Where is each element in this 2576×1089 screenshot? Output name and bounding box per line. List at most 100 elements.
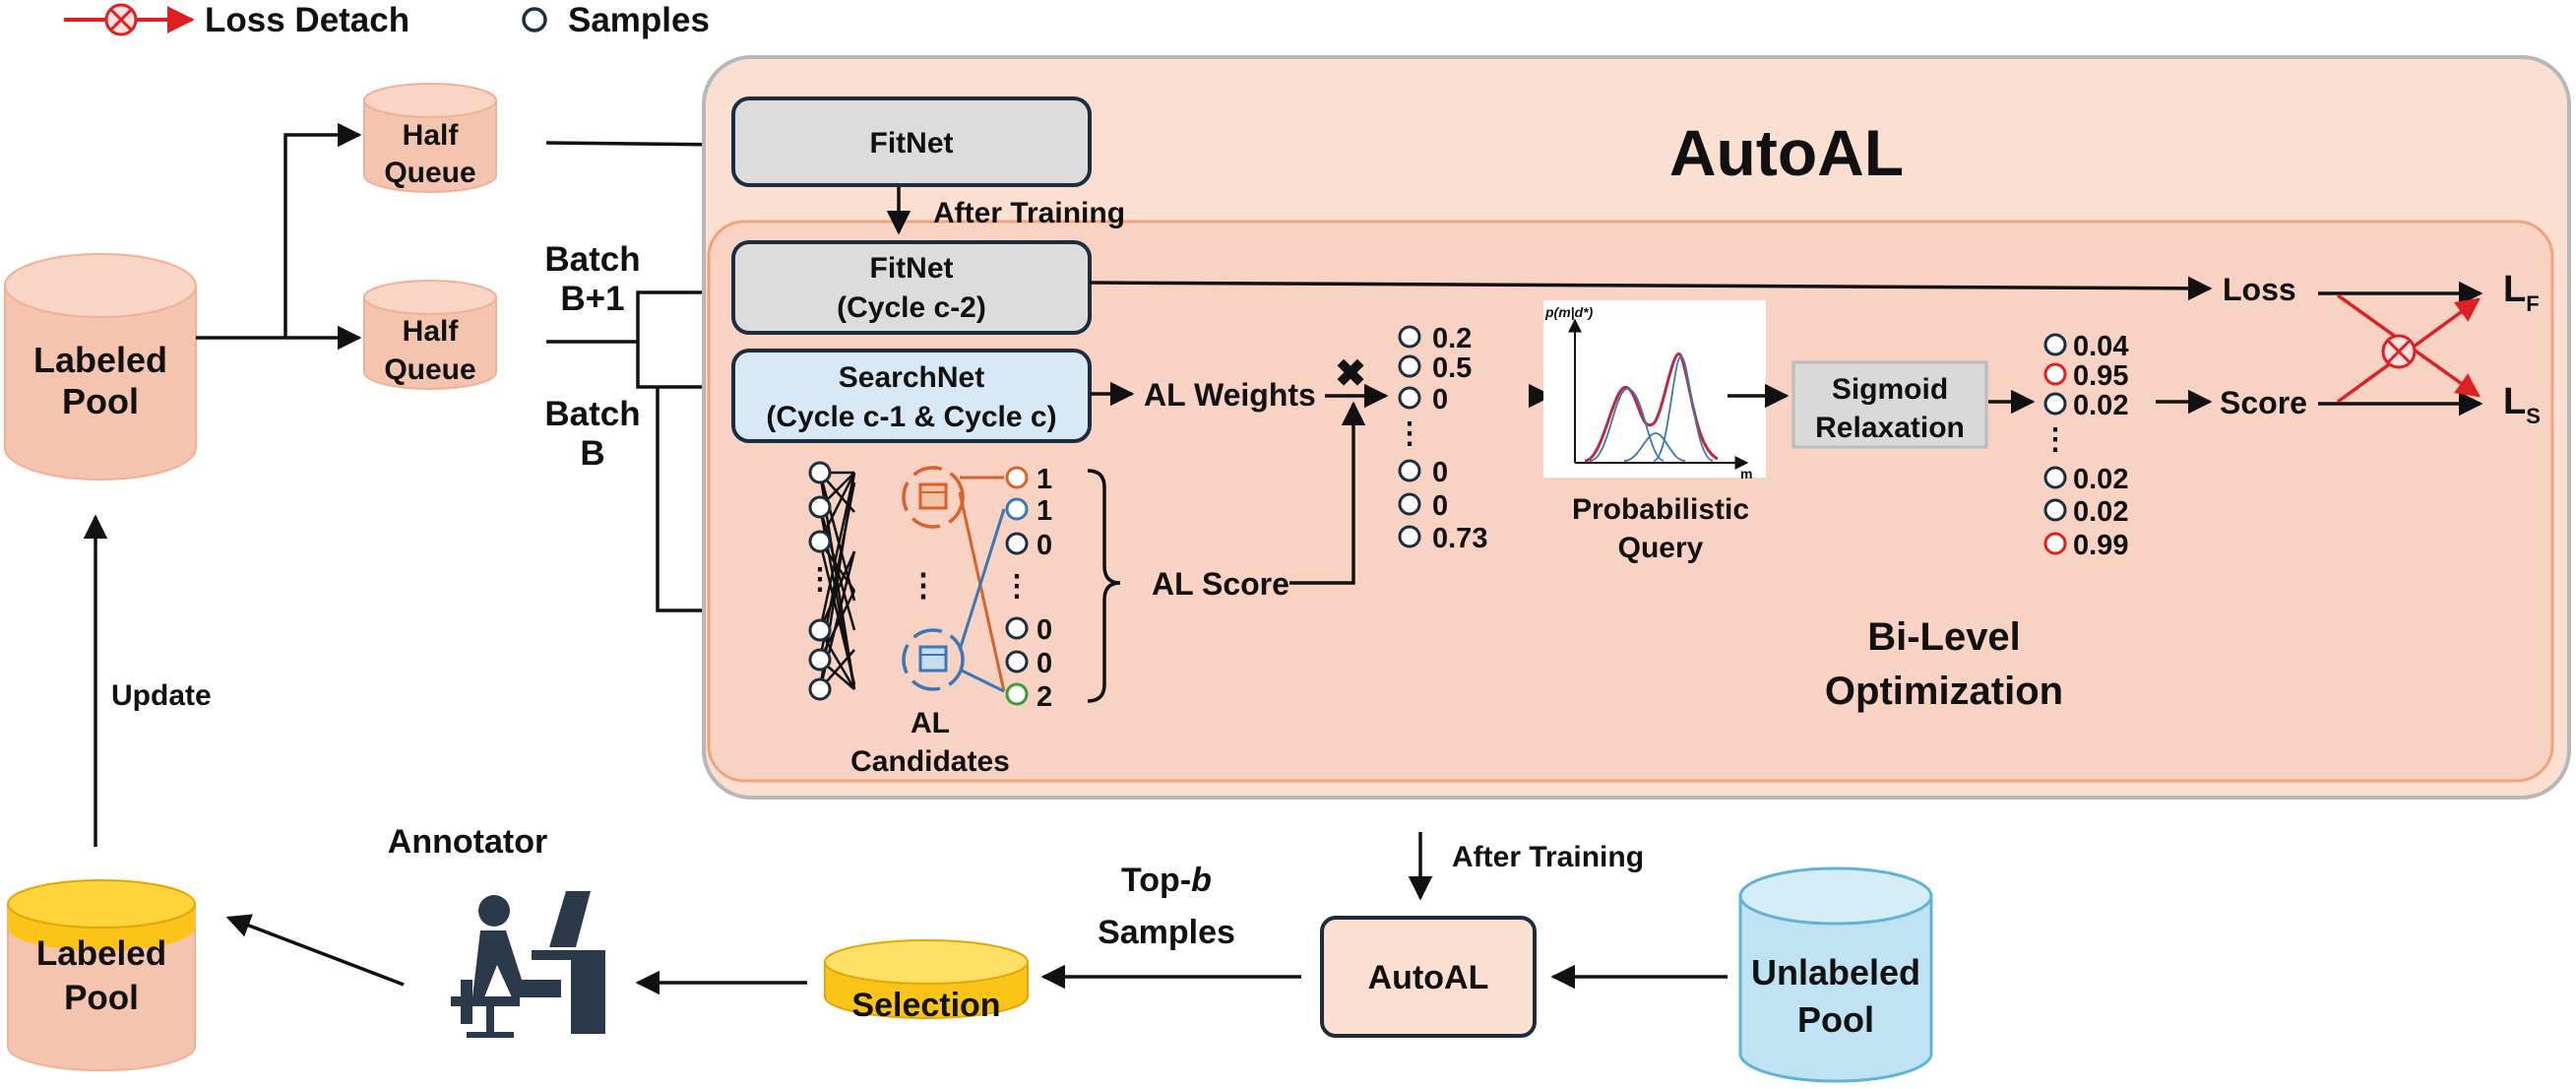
sample-node [808, 495, 832, 519]
selection-label: Selection [851, 987, 1000, 1024]
al-strategy-icon-orange [902, 466, 965, 529]
fitnet-cycle-box [731, 240, 1092, 335]
candidate-score: 1 [1037, 464, 1052, 495]
weight-value: 0.5 [1432, 352, 1472, 384]
searchnet-line2: (Cycle c-1 & Cycle c) [766, 401, 1056, 433]
update-label: Update [111, 679, 212, 712]
bilevel-container [707, 220, 2554, 783]
lf-main: L [2503, 269, 2526, 310]
al-candidates-line1: AL [911, 707, 950, 739]
prob-query-line1: Probabilistic [1572, 493, 1749, 526]
fitnet-top-box [731, 96, 1092, 187]
relaxed-values: ⋮ 0.04 0.95 0.02 0.02 0.02 0.99 [2041, 331, 2128, 561]
relaxed-value: 0.99 [2073, 530, 2128, 561]
candidate-node [1005, 650, 1029, 673]
relaxed-value: 0.02 [2073, 464, 2128, 495]
top-b-line2: Samples [1098, 914, 1235, 951]
al-weights-label: AL Weights [1144, 377, 1316, 413]
fitnet-top-label: FitNet [870, 127, 954, 160]
al-candidates-line2: Candidates [850, 745, 1010, 778]
plot-ylabel: p(m|d*) [1544, 304, 1594, 320]
lf-sub: F [2526, 291, 2539, 316]
half-queue-top-line2: Queue [384, 157, 475, 189]
svg-text:⋮: ⋮ [2041, 423, 2070, 456]
half-queue-top: Half Queue [363, 83, 497, 193]
left-connectors [83, 122, 781, 847]
batch-b1-line1: Batch [544, 240, 640, 279]
legend-samples: Samples [568, 1, 710, 39]
ls-label: LS [2503, 381, 2541, 428]
svg-text:⋮: ⋮ [908, 567, 939, 603]
unlabeled-pool-line1: Unlabeled [1751, 952, 1920, 993]
loss-label: Loss [2223, 272, 2296, 307]
al-strategy-icon-blue [902, 628, 965, 691]
relaxed-value: 0.02 [2073, 496, 2128, 528]
svg-text:⋮: ⋮ [1395, 417, 1424, 450]
candidate-score: 1 [1037, 495, 1052, 527]
searchnet-line1: SearchNet [839, 361, 984, 394]
legend-loss-detach: Loss Detach [205, 1, 409, 39]
al-candidates-network: ⋮ [805, 461, 856, 701]
sigmoid-line1: Sigmoid [1832, 373, 1948, 406]
half-queue-bottom-line2: Queue [384, 353, 475, 386]
autoal-box-label: AutoAL [1368, 959, 1489, 996]
bilevel-line2: Optimization [1825, 670, 2063, 713]
sample-node [808, 677, 832, 701]
candidate-node [1005, 532, 1029, 555]
candidate-score: 0 [1037, 614, 1052, 646]
after-training-bottom: After Training [1452, 841, 1644, 873]
unlabeled-pool: Unlabeled Pool [1738, 866, 1933, 1083]
sample-node [808, 530, 832, 553]
top-b-prefix: Top- [1121, 862, 1191, 899]
relaxed-value: 0.04 [2073, 331, 2128, 362]
loss-routing [2318, 281, 2483, 416]
ls-main: L [2503, 381, 2526, 422]
sample-node [808, 648, 832, 672]
candidate-node [1005, 616, 1029, 640]
candidate-score-nodes: ⋮ 1 1 0 0 0 2 [1002, 464, 1052, 713]
weight-values: ⋮ 0.2 0.5 0 0 0 0.73 [1395, 323, 1487, 554]
candidate-score: 2 [1037, 681, 1052, 713]
labeled-pool-left-line2: Pool [62, 381, 139, 421]
half-queue-bottom: Half Queue [363, 280, 497, 390]
sample-node [808, 461, 832, 484]
sample-icon [522, 7, 547, 32]
bilevel-line1: Bi-Level [1867, 615, 2021, 659]
labeled-pool-bottom-line1: Labeled [36, 934, 166, 973]
batch-b1-line2: B+1 [560, 280, 624, 318]
fitnet-cycle-line2: (Cycle c-2) [837, 291, 986, 324]
annotator-label: Annotator [388, 823, 547, 861]
candidate-node-green [1005, 682, 1029, 706]
candidate-node-orange [1005, 466, 1029, 489]
relaxed-value: 0.95 [2073, 360, 2128, 392]
unlabeled-pool-line2: Pool [1797, 999, 1874, 1040]
labeled-pool-left: Labeled Pool [4, 253, 197, 480]
loss-arrow [1089, 276, 2213, 301]
score-label: Score [2220, 385, 2307, 420]
candidate-node-blue [1005, 497, 1029, 521]
batch-b-line2: B [580, 434, 604, 473]
legend: Loss Detach Samples [64, 1, 710, 39]
ls-sub: S [2526, 404, 2541, 428]
weight-value: 0 [1432, 490, 1448, 522]
lf-label: LF [2503, 269, 2540, 316]
probabilistic-query-plot: p(m|d*) m [1543, 300, 1766, 481]
half-queue-top-line1: Half [403, 119, 460, 152]
weight-value: 0.2 [1432, 323, 1472, 354]
after-training-inner: After Training [933, 197, 1125, 229]
top-b-variable: b [1191, 862, 1212, 899]
autoal-box [1320, 916, 1537, 1038]
prob-query-line2: Query [1618, 532, 1704, 564]
al-score-brace [1087, 469, 1121, 703]
weight-value: 0.73 [1432, 523, 1487, 554]
sigmoid-relaxation-box [1791, 360, 1988, 449]
sample-node [808, 618, 832, 642]
svg-text:⋮: ⋮ [1002, 570, 1032, 603]
weight-value: 0 [1432, 457, 1448, 488]
relaxed-value: 0.02 [2073, 390, 2128, 421]
multiply-icon: ✖ [1335, 353, 1366, 395]
selection-pool: Selection [824, 939, 1029, 1024]
labeled-pool-left-line1: Labeled [33, 340, 167, 380]
labeled-pool-bottom: Labeled Pool [7, 879, 196, 1071]
